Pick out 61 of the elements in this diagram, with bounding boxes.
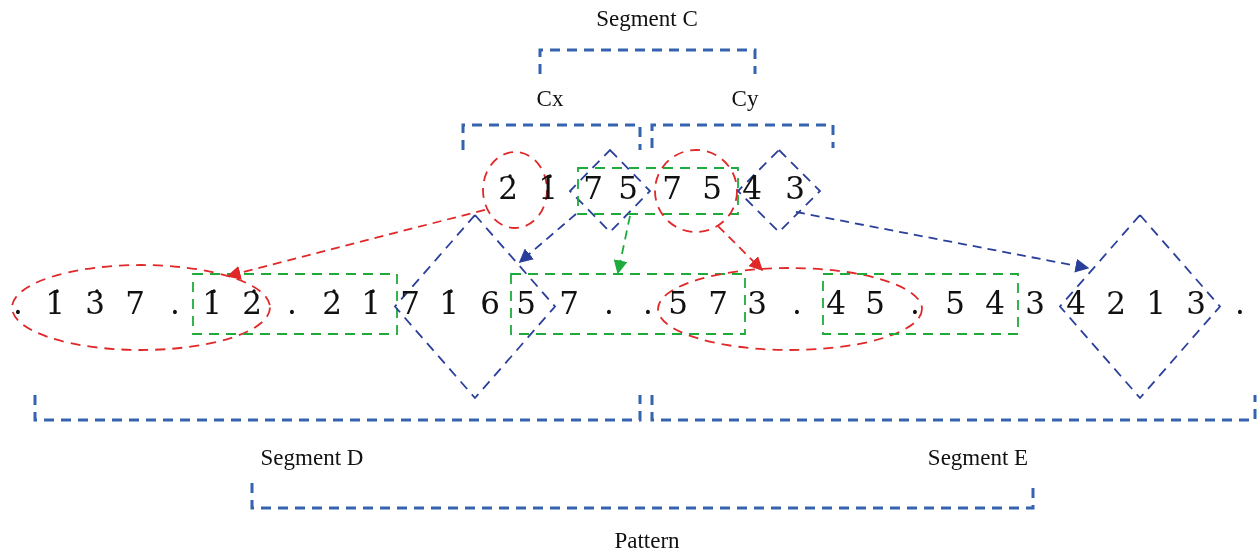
note-numeral: 1̇ [202, 287, 222, 319]
dashed-diamond [1058, 213, 1222, 400]
arrow [518, 213, 577, 263]
segment-label: Pattern [614, 528, 680, 552]
note-numeral: 1̇ [45, 287, 65, 319]
dashed-diamond [568, 148, 652, 234]
note-numeral: 7 [559, 287, 579, 319]
note-numeral: 5 [516, 287, 536, 319]
note-numeral: 3̇ [85, 287, 105, 319]
segment-label: Cy [731, 86, 759, 110]
arrow [613, 214, 631, 275]
note-numeral: 5 [702, 172, 722, 204]
note-numeral: 3 [1186, 287, 1206, 319]
dashed-diamond [393, 213, 557, 400]
note-numeral: 5 [865, 287, 885, 319]
note-numeral: 7 [400, 287, 420, 319]
note-numeral: 4 [1066, 287, 1086, 319]
dashed-ellipse [654, 149, 738, 233]
segment-label: Segment D [260, 445, 364, 469]
note-numeral: 7 [125, 287, 145, 319]
note-numeral: 1̇ [361, 287, 381, 319]
note-numeral: 2̇ [322, 287, 342, 319]
note-numeral: 3 [785, 172, 805, 204]
note-numeral: . [910, 287, 920, 319]
note-numeral: 4 [826, 287, 846, 319]
note-numeral: 2̇ [498, 172, 518, 204]
note-numeral: 1̇ [538, 172, 558, 204]
note-numeral: 3 [747, 287, 767, 319]
note-numeral: . [604, 287, 614, 319]
dashed-rectangle [192, 273, 398, 335]
segment-label: Segment E [927, 445, 1029, 469]
note-numeral: . [1235, 287, 1245, 319]
note-numeral: . [170, 287, 180, 319]
note-numeral: 5 [668, 287, 688, 319]
note-numeral: 7 [583, 172, 603, 204]
note-numeral: 4 [985, 287, 1005, 319]
arrow [717, 225, 763, 271]
note-numeral: 5 [945, 287, 965, 319]
dashed-ellipse [11, 264, 271, 351]
dashed-rectangle [822, 273, 1019, 335]
arrow [226, 208, 486, 280]
dashed-rectangle [577, 167, 739, 215]
note-numeral: 3 [1025, 287, 1045, 319]
segment-label: Cx [536, 86, 564, 110]
note-numeral: . [792, 287, 802, 319]
note-numeral: 7 [708, 287, 728, 319]
note-numeral: 4 [742, 172, 762, 204]
dashed-ellipse [657, 267, 923, 351]
note-numeral: 2̇ [242, 287, 262, 319]
dashed-rectangle [510, 273, 746, 335]
note-numeral: . [13, 287, 23, 319]
arrow [795, 211, 1090, 273]
note-numeral: 1̇ [439, 287, 459, 319]
note-numeral: . [643, 287, 653, 319]
note-numeral: 2 [1106, 287, 1126, 319]
note-numeral: 6 [480, 287, 500, 319]
note-numeral: 5 [618, 172, 638, 204]
note-numeral: 7 [662, 172, 682, 204]
note-numeral: 1 [1146, 287, 1166, 319]
note-numeral: . [287, 287, 297, 319]
segment-label: Segment C [596, 6, 698, 30]
